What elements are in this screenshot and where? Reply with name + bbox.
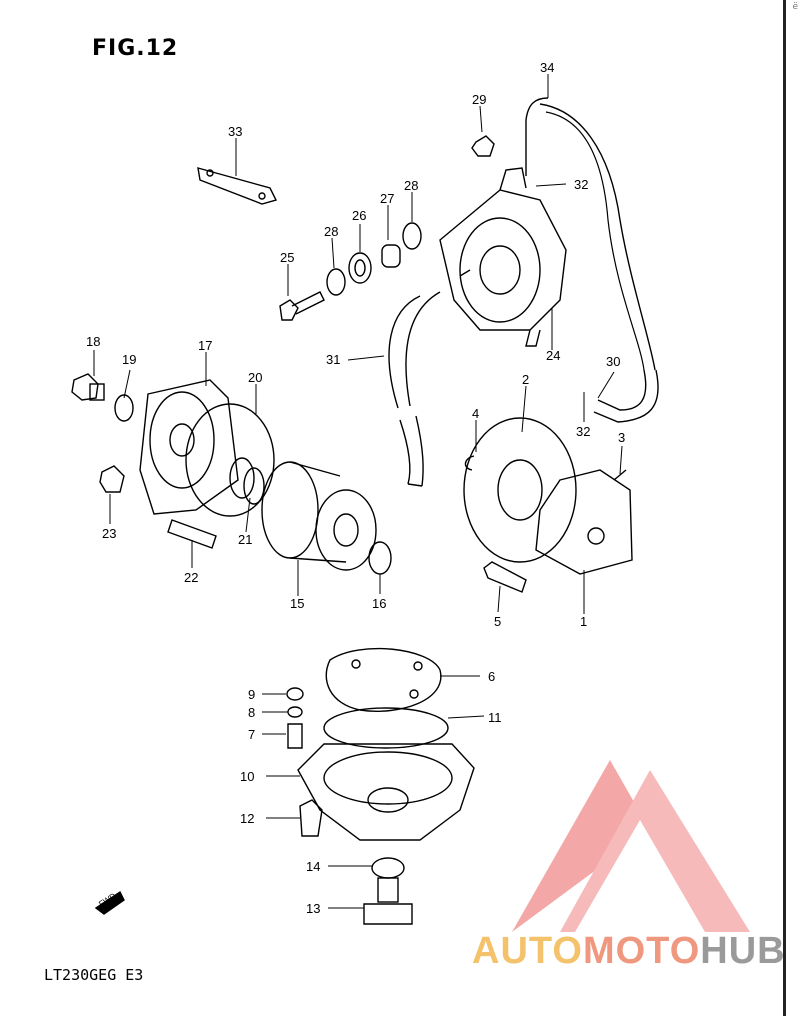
part-20-o-ring — [185, 403, 275, 517]
part-5-screw — [483, 561, 527, 593]
callout-2: 2 — [522, 372, 529, 387]
part-25-bolt — [279, 291, 325, 321]
callout-28a: 28 — [324, 224, 338, 239]
watermark-part-moto: MOTO — [582, 930, 701, 972]
callout-33: 33 — [228, 124, 242, 139]
part-30-hose — [593, 369, 659, 423]
callout-8: 8 — [248, 705, 255, 720]
callout-9: 9 — [248, 687, 255, 702]
callout-24: 24 — [546, 348, 560, 363]
part-7-screw — [287, 723, 303, 749]
callout-32b: 32 — [576, 424, 590, 439]
callout-17: 17 — [198, 338, 212, 353]
callout-28b: 28 — [404, 178, 418, 193]
part-28-washer — [326, 268, 346, 296]
callout-labels: 34 29 33 28 27 26 28 25 32 24 31 30 32 4… — [86, 60, 625, 916]
part-26-seal — [348, 252, 372, 284]
callout-29: 29 — [472, 92, 486, 107]
part-6-gasket — [325, 647, 442, 712]
callout-18: 18 — [86, 334, 100, 349]
callout-34: 34 — [540, 60, 554, 75]
part-31-hose-b — [399, 415, 424, 487]
callout-3: 3 — [618, 430, 625, 445]
part-29-nut — [471, 135, 495, 157]
part-23-nut — [99, 465, 125, 493]
leader-lines — [93, 74, 623, 909]
part-17-oil-filter-cover — [139, 379, 239, 515]
part-1-oil-pump — [535, 469, 633, 575]
callout-25: 25 — [280, 250, 294, 265]
part-14-washer — [371, 857, 405, 879]
callout-12: 12 — [240, 811, 254, 826]
callout-20: 20 — [248, 370, 262, 385]
part-28-washer-b — [402, 222, 422, 250]
callout-23: 23 — [102, 526, 116, 541]
callout-7: 7 — [248, 727, 255, 742]
callout-32a: 32 — [574, 177, 588, 192]
part-22-stud — [167, 519, 217, 549]
watermark-part-hub: HUB — [700, 930, 786, 972]
callout-6: 6 — [488, 669, 495, 684]
callout-1: 1 — [580, 614, 587, 629]
callout-13: 13 — [306, 901, 320, 916]
callout-30: 30 — [606, 354, 620, 369]
part-31-hose — [388, 291, 441, 409]
part-21-o-ring — [229, 457, 265, 505]
figure-title: FIG.12 — [92, 36, 179, 61]
part-19-washer — [114, 394, 134, 422]
callout-10: 10 — [240, 769, 254, 784]
part-2-oil-pump-gear — [463, 417, 577, 563]
part-27-spacer — [381, 244, 401, 268]
part-10-oil-cooler-cover — [297, 743, 475, 841]
part-13-drain-plug — [363, 877, 413, 925]
part-4-circlip — [464, 455, 475, 471]
callout-21: 21 — [238, 532, 252, 547]
part-15-oil-filter — [261, 461, 377, 571]
part-16-o-ring — [368, 541, 392, 575]
callout-16: 16 — [372, 596, 386, 611]
callout-31: 31 — [326, 352, 340, 367]
part-34-hose — [525, 97, 656, 371]
part-12-bolt — [299, 799, 323, 837]
callout-19: 19 — [122, 352, 136, 367]
callout-11: 11 — [488, 710, 502, 725]
part-33-bracket — [197, 167, 278, 205]
callout-15: 15 — [290, 596, 304, 611]
callout-14: 14 — [306, 859, 320, 874]
callout-22: 22 — [184, 570, 198, 585]
watermark-logo — [512, 760, 750, 932]
part-18-bolt — [71, 373, 105, 401]
callout-5: 5 — [494, 614, 501, 629]
callout-26: 26 — [352, 208, 366, 223]
callout-4: 4 — [472, 406, 479, 421]
part-11-o-ring — [323, 707, 449, 749]
callout-27: 27 — [380, 191, 394, 206]
page-edge-line — [783, 0, 786, 1016]
watermark-part-auto: AUTO — [472, 930, 583, 972]
watermark-text: AUTOMOTOHUB — [472, 930, 786, 973]
fwd-arrow-icon — [94, 890, 125, 915]
part-8-washer — [287, 706, 303, 718]
model-code: LT230GEG E3 — [44, 966, 144, 984]
part-9-washer — [286, 687, 304, 701]
part-24-fuel-pump — [439, 167, 567, 347]
corner-mark: ё — [792, 2, 798, 12]
part-3-pin — [613, 469, 627, 481]
